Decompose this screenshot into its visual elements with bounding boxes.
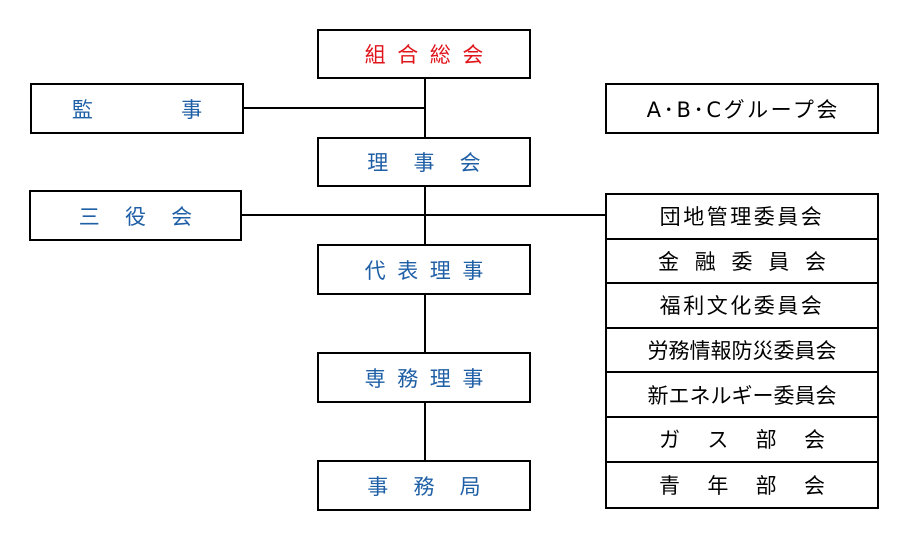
committee-item: 団地管理委員会 (607, 195, 877, 240)
abc-group-label: A･B･Cグループ会 (646, 97, 840, 122)
auditor-label: 監 事 (71, 97, 236, 122)
three-officers-box: 三役会 (29, 190, 242, 241)
general-meeting-box: 組合総会 (317, 29, 531, 79)
representative-director-box: 代表理事 (317, 244, 531, 295)
committee-item: 新エネルギー委員会 (607, 373, 877, 418)
committee-item: 福利文化委員会 (607, 284, 877, 329)
committee-item: 青年部会 (659, 473, 853, 498)
secretariat-label: 事務局 (367, 474, 506, 499)
committee-item: 労務情報防災委員会 (607, 329, 877, 374)
general-meeting-label: 組合総会 (364, 43, 495, 67)
committee-item: 金融委員会 (607, 240, 877, 285)
board-label: 理事会 (367, 151, 506, 175)
board-box: 理事会 (317, 137, 531, 187)
committee-item: ガス部会 (607, 418, 877, 463)
auditor-box: 監 事 (30, 83, 244, 134)
managing-director-box: 専務理事 (317, 352, 531, 403)
managing-director-label: 専務理事 (364, 366, 495, 391)
three-officers-label: 三役会 (78, 204, 218, 229)
secretariat-box: 事務局 (317, 460, 531, 511)
committee-list: 団地管理委員会 金融委員会 福利文化委員会 労務情報防災委員会 新エネルギー委員… (605, 193, 879, 510)
abc-group-box: A･B･Cグループ会 (605, 83, 879, 134)
representative-director-label: 代表理事 (364, 258, 495, 283)
